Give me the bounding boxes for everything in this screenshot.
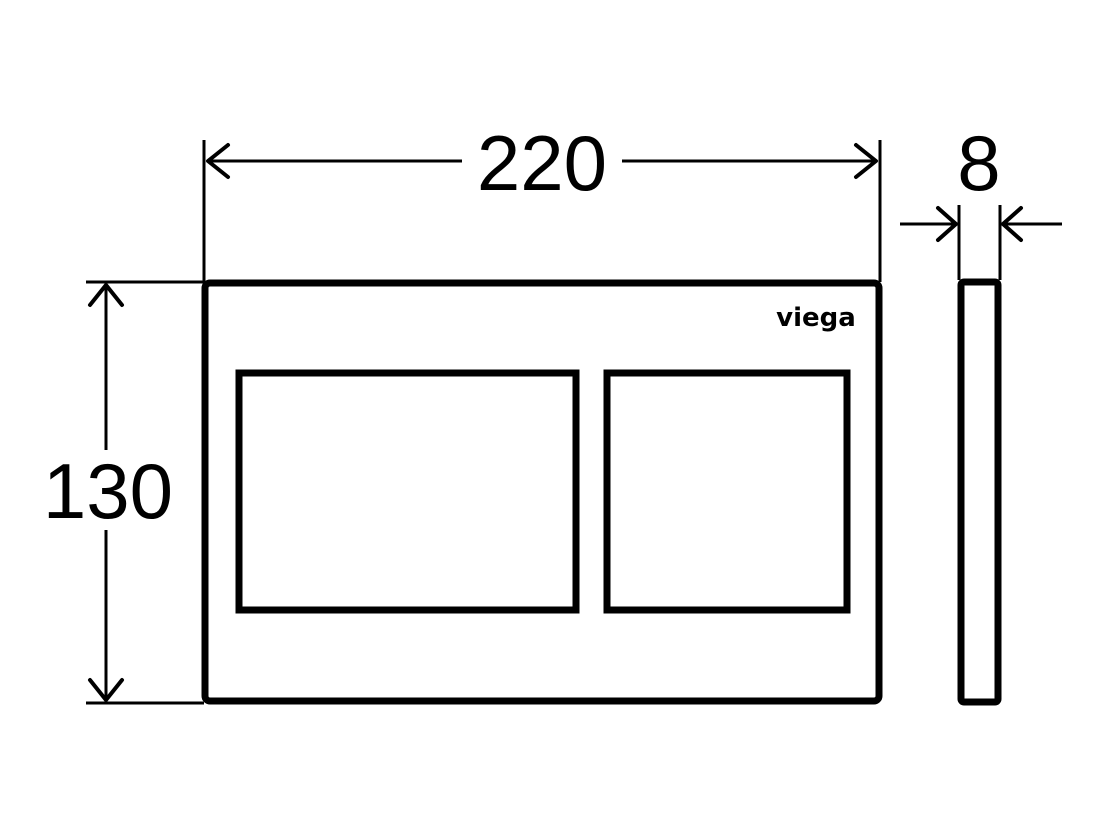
height-arrow-bottom	[88, 678, 124, 702]
height-label: 130	[43, 447, 173, 535]
viega-logo: viega	[776, 303, 856, 333]
height-dimension: 130	[43, 280, 204, 705]
small-flush-button	[603, 369, 851, 614]
depth-arrow-right	[1001, 206, 1023, 242]
large-flush-button	[235, 369, 580, 614]
side-profile	[957, 278, 1002, 706]
height-arrow-top	[88, 283, 124, 307]
width-label: 220	[477, 119, 607, 207]
flush-plate-side-view	[957, 278, 1002, 706]
plate-outline	[201, 279, 883, 705]
width-dimension: 220	[202, 119, 882, 282]
depth-label: 8	[957, 119, 1000, 207]
depth-arrow-left	[936, 206, 958, 242]
flush-plate-front-view: viega	[201, 279, 883, 705]
width-arrow-left	[206, 143, 230, 179]
width-arrow-right	[854, 143, 878, 179]
depth-dimension: 8	[900, 119, 1062, 280]
